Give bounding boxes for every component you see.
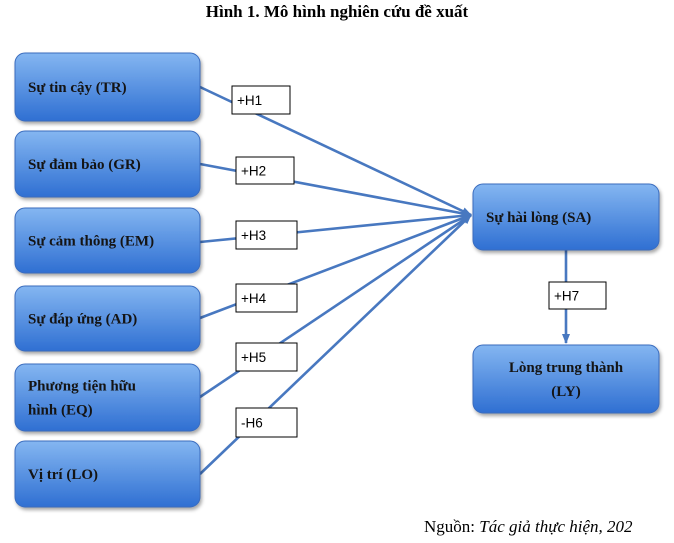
boxes-layer: Sự tin cậy (TR) Sự đảm bảo (GR) Sự cảm thô… xyxy=(14,52,660,508)
source-text: Tác giả thực hiện, 202 xyxy=(479,517,633,536)
node-gr-box xyxy=(14,130,201,198)
hypothesis-h5-box xyxy=(235,342,298,372)
hypothesis-h3: +H3 xyxy=(235,220,298,250)
node-ly-label-line-2: (LY) xyxy=(551,384,580,400)
arrows-layer xyxy=(199,85,570,475)
figure-title: Hình 1. Mô hình nghiên cứu đề xuất xyxy=(205,2,469,21)
node-eq: Phương tiện hữu hình (EQ) xyxy=(14,363,201,432)
hypothesis-h2: +H2 xyxy=(235,156,295,185)
node-sa: Sự hài lòng (SA) xyxy=(472,183,660,251)
hypothesis-h3-label: +H3 xyxy=(241,228,266,243)
hypothesis-h6: -H6 xyxy=(235,407,298,438)
hypothesis-h6-label: -H6 xyxy=(241,416,263,431)
node-eq-label-line-1: Phương tiện hữu xyxy=(28,379,136,395)
hypothesis-h7-label: +H7 xyxy=(554,289,579,304)
hypothesis-h1-label: +H1 xyxy=(237,93,262,108)
node-tr-box xyxy=(14,52,201,122)
node-lo-box xyxy=(14,440,201,508)
source-label: Nguồn: xyxy=(424,517,475,536)
source-note: Nguồn: Tác giả thực hiện, 202 xyxy=(424,517,633,537)
node-em-box xyxy=(14,207,201,274)
hypothesis-labels-layer: +H1 +H2 +H3 +H4 +H5 -H6 +H7 xyxy=(231,85,607,438)
hypothesis-h6-box xyxy=(235,407,298,438)
node-ad-label: Sự đáp ứng (AD) xyxy=(28,312,137,328)
node-em: Sự cảm thông (EM) xyxy=(14,207,201,274)
hypothesis-h2-label: +H2 xyxy=(241,164,266,179)
hypothesis-h1-box xyxy=(231,85,291,115)
hypothesis-h1: +H1 xyxy=(231,85,291,115)
hypothesis-h3-box xyxy=(235,220,298,250)
hypothesis-h5: +H5 xyxy=(235,342,298,372)
node-ad-box xyxy=(14,285,201,352)
hypothesis-h5-label: +H5 xyxy=(241,350,266,365)
node-tr: Sự tin cậy (TR) xyxy=(14,52,201,122)
node-lo-label: Vị trí (LO) xyxy=(28,467,98,483)
node-ly-box xyxy=(472,344,660,414)
node-tr-label: Sự tin cậy (TR) xyxy=(28,80,127,96)
hypothesis-h4-label: +H4 xyxy=(241,291,267,306)
node-gr: Sự đảm bảo (GR) xyxy=(14,130,201,198)
node-eq-box xyxy=(14,363,201,432)
hypothesis-h4: +H4 xyxy=(235,283,298,313)
hypothesis-h2-box xyxy=(235,156,295,185)
node-sa-box xyxy=(472,183,660,251)
node-eq-label-line-2: hình (EQ) xyxy=(28,403,93,419)
node-ly: Lòng trung thành (LY) xyxy=(472,344,660,414)
hypothesis-h7: +H7 xyxy=(548,281,607,310)
node-gr-label: Sự đảm bảo (GR) xyxy=(28,157,141,173)
node-ly-label-line-1: Lòng trung thành xyxy=(509,360,624,376)
node-ad: Sự đáp ứng (AD) xyxy=(14,285,201,352)
node-lo: Vị trí (LO) xyxy=(14,440,201,508)
node-sa-label: Sự hài lòng (SA) xyxy=(486,210,591,226)
node-em-label: Sự cảm thông (EM) xyxy=(28,234,154,250)
hypothesis-h4-box xyxy=(235,283,298,313)
hypothesis-h7-box xyxy=(548,281,607,310)
